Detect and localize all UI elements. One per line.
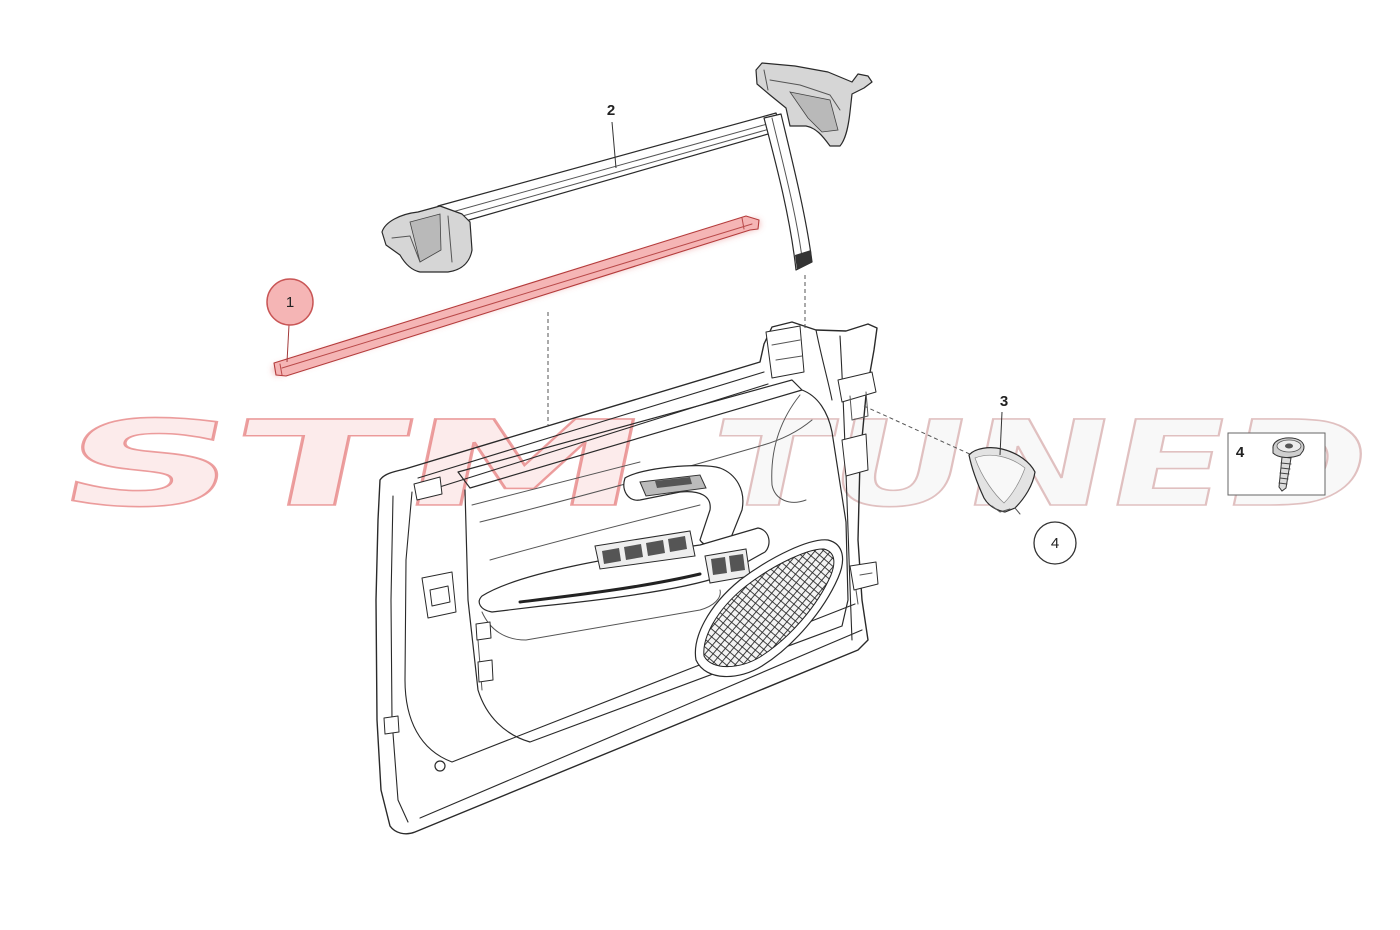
callout-1-selected[interactable]: 1 <box>266 278 314 326</box>
door-armrest <box>478 527 770 613</box>
speaker-grille-mesh <box>703 548 835 668</box>
screw-threads <box>1278 462 1292 485</box>
callout-4-label[interactable]: 4 <box>1051 535 1059 552</box>
frame-trim-pillar-detail <box>771 117 804 266</box>
screw-drive-icon <box>1285 443 1293 449</box>
part-1-belt-seal-highlighted <box>272 215 761 377</box>
door-hinges-and-brackets <box>383 325 879 735</box>
door-handle-slot <box>655 477 692 488</box>
watermark-left-text: STM <box>47 396 661 533</box>
door-panel-drawing <box>375 321 879 835</box>
callout-4-reference[interactable]: 4 <box>1033 521 1077 565</box>
door-bolt <box>434 760 446 772</box>
door-outer-shell <box>375 321 878 835</box>
door-card-outline <box>457 379 849 743</box>
frame-trim-left-end-cap-detail <box>391 215 453 263</box>
callout-1-label[interactable]: 1 <box>286 294 294 311</box>
tweeter-cover-tabs <box>991 505 1021 515</box>
window-switch-buttons <box>602 536 687 564</box>
part-3-tweeter-cover <box>968 447 1036 515</box>
leader-line-2 <box>611 121 617 169</box>
belt-seal-strip-detail <box>279 217 753 376</box>
frame-trim-vertical-pillar <box>763 113 813 271</box>
callout-1-circle[interactable] <box>266 278 314 326</box>
part-2-window-frame-trim <box>381 62 873 273</box>
detail-box-label[interactable]: 4 <box>1236 444 1245 461</box>
frame-trim-pillar-end <box>795 250 812 270</box>
callout-3-label[interactable]: 3 <box>1000 393 1008 410</box>
part-4-detail-box[interactable]: 4 <box>1227 432 1326 496</box>
leader-lines <box>286 121 1003 456</box>
assembly-lines <box>547 275 975 457</box>
frame-trim-top-bracket-detail <box>763 69 841 111</box>
tweeter-cover-face <box>974 454 1026 504</box>
frame-trim-left-end-cap-shade <box>409 213 442 263</box>
frame-trim-top-bracket-shade <box>789 91 839 133</box>
callout-4-circle[interactable] <box>1033 521 1077 565</box>
assembly-line-part-3 <box>863 405 975 457</box>
frame-trim-rail-detail <box>444 120 781 220</box>
leader-line-3 <box>999 411 1003 456</box>
mirror-switch-buttons <box>711 554 745 575</box>
callout-2-label[interactable]: 2 <box>607 102 615 119</box>
door-bracket-details <box>771 339 873 605</box>
armrest-pull-handle <box>518 572 702 604</box>
leader-line-1 <box>286 324 290 363</box>
